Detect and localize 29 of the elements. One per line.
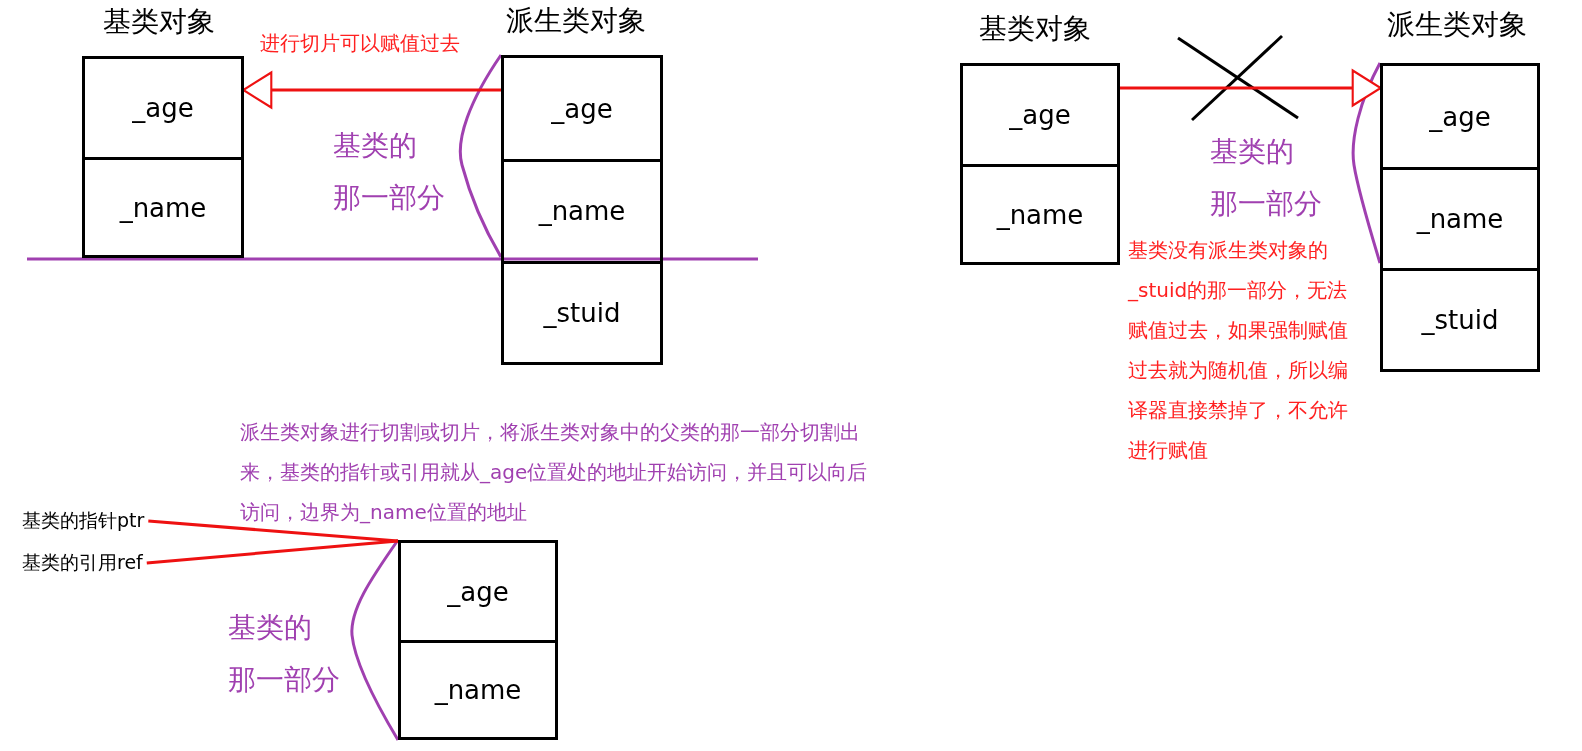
memory-cell: _stuid	[504, 260, 660, 362]
object-heading: 基类对象	[979, 11, 1091, 47]
note-text: 派生类对象进行切割或切片，将派生类对象中的父类的那一部分切割出来，基类的指针或引用就从_age位置处的地址开始访问，并且可以向后访问，边界为_name位置的地址	[240, 419, 869, 526]
object-heading: 派生类对象	[506, 3, 646, 39]
memory-cell: _name	[401, 640, 555, 737]
edge-label: 进行切片可以赋值过去	[258, 30, 462, 57]
memory-cell: _age	[85, 59, 241, 157]
memory-cell: _age	[963, 66, 1117, 164]
arrow	[242, 71, 501, 109]
memory-cell: _name	[1383, 167, 1537, 268]
memory-cell: _stuid	[1383, 268, 1537, 369]
bracket-label: 基类的那一部分	[228, 610, 341, 698]
memory-cell: _name	[504, 159, 660, 261]
memory-cell: _age	[504, 58, 660, 160]
bracket-label: 基类的那一部分	[1210, 134, 1323, 222]
pointer-label: 基类的指针ptr	[22, 508, 145, 534]
leader-line	[148, 519, 399, 543]
memory-cell: _name	[85, 157, 241, 255]
arrow	[1120, 69, 1382, 107]
memory-cell: _age	[1383, 66, 1537, 167]
object-heading: 基类对象	[103, 4, 215, 40]
memory-cell: _name	[963, 164, 1117, 262]
bracket-label: 基类的那一部分	[333, 128, 446, 216]
memory-cell: _age	[401, 543, 555, 640]
pointer-label: 基类的引用ref	[22, 550, 143, 576]
object-heading: 派生类对象	[1387, 7, 1527, 43]
note-text: 基类没有派生类对象的_stuid的那一部分，无法赋值过去，如果强制赋值过去就为随机值，所以编译器直接禁掉了，不允许进行赋值	[1128, 237, 1349, 464]
memory-object	[398, 540, 558, 740]
leader-line	[146, 539, 399, 565]
